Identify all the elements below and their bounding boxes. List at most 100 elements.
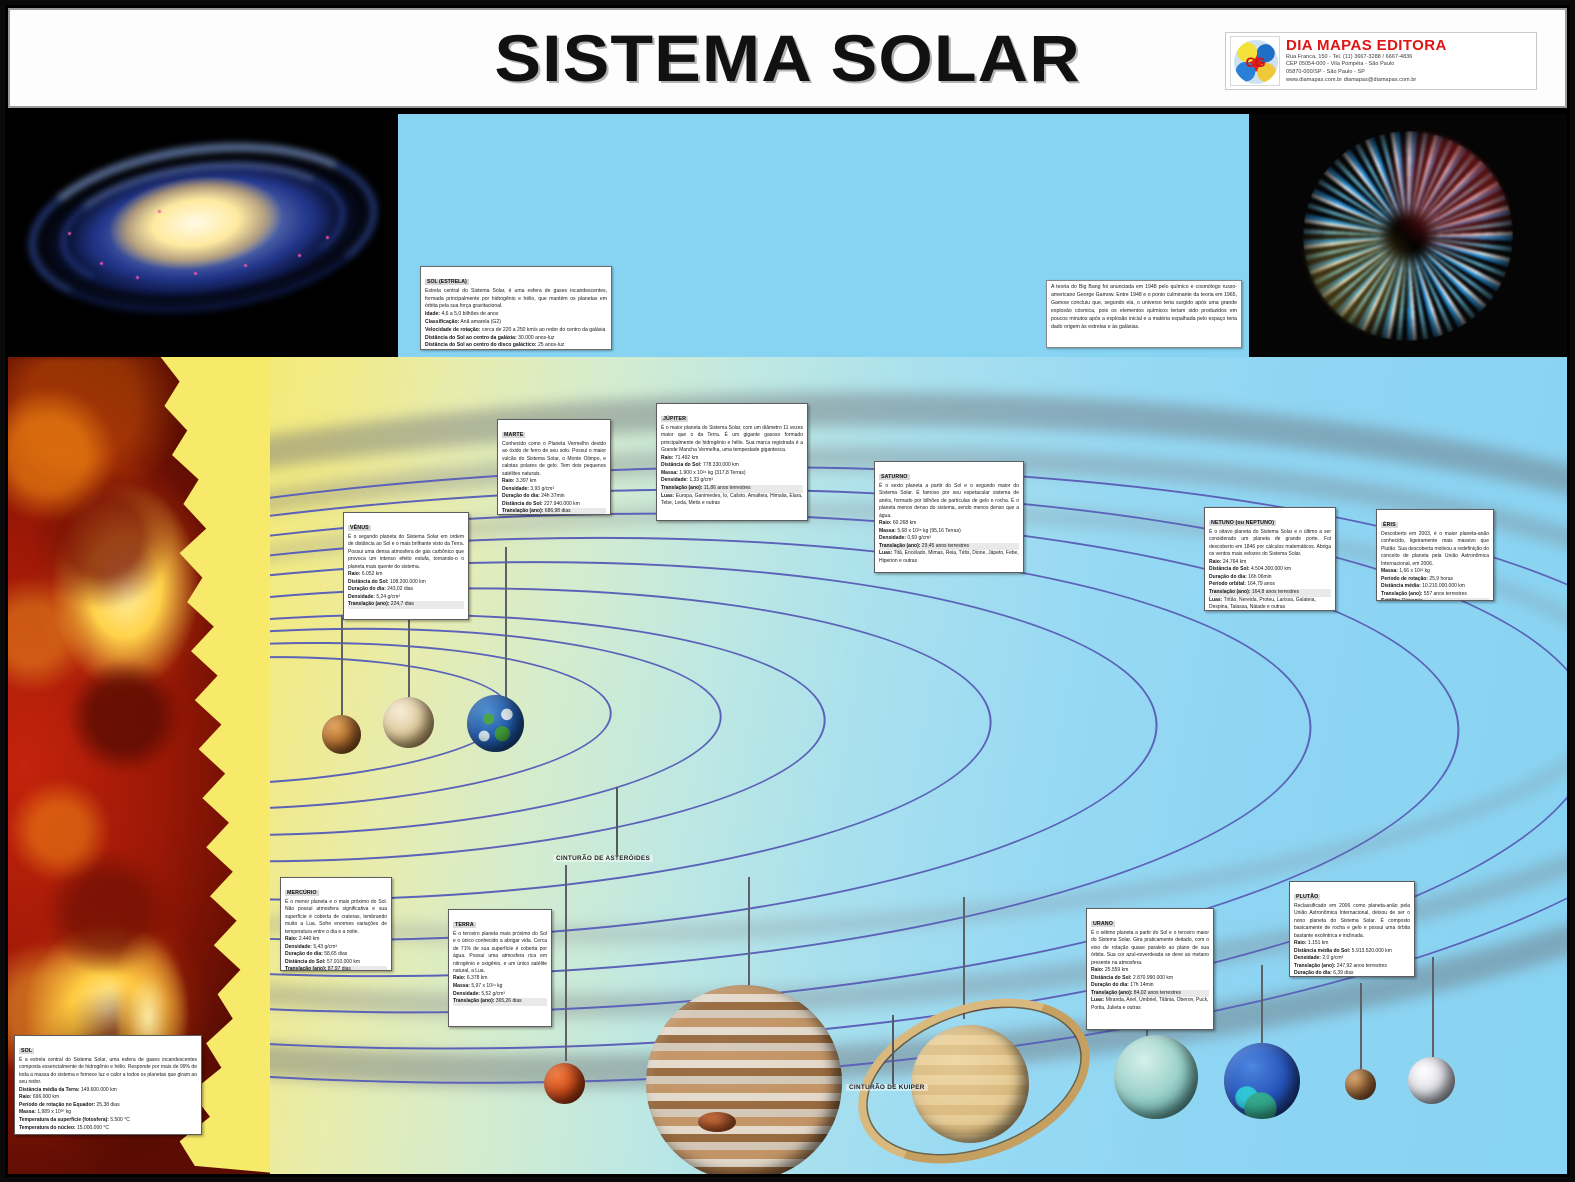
card-venus: VÊNUS É o segundo planeta do Sistema Sol… [343, 512, 469, 620]
milky-way-galaxy-image [8, 114, 398, 357]
card-plutao-body: Reclassificado em 2006 como planeta-anão… [1294, 903, 1410, 939]
info-row: Luas: Europa, Ganimedes, Io, Calisto, Am… [661, 492, 803, 507]
card-terra: TERRA É o terceiro planeta mais próximo … [448, 909, 552, 1027]
info-row: Translação (ano): 164,8 anos terrestres [1209, 588, 1331, 597]
info-row: Duração do dia: 243,02 dias [348, 586, 414, 593]
info-row: Translação (ano): 247,92 anos terrestres [1294, 962, 1387, 969]
card-urano-heading: URANO [1091, 921, 1115, 927]
info-row: Período de rotação: 25,9 horas [1381, 575, 1453, 582]
info-row: Raio: 24.764 km [1209, 558, 1247, 565]
card-jupiter-body: É o maior planeta do Sistema Solar, com … [661, 425, 803, 454]
card-sol: SOL É a estrela central do Sistema Solar… [14, 1035, 202, 1135]
stem-cinturao-kuiper [892, 1015, 894, 1087]
info-row: Raio: 25.559 km [1091, 966, 1129, 973]
card-eris-body: Descoberto em 2003, é o maior planeta-an… [1381, 531, 1489, 567]
card-eris-heading: ÉRIS [1381, 522, 1398, 528]
info-row: Temperatura do núcleo: 15.000.000 °C [19, 1124, 110, 1131]
info-box-estrela-body: Estrela central do Sistema Solar, é uma … [425, 288, 607, 310]
info-row: Distância do Sol: 4.504.300.000 km [1209, 566, 1291, 573]
info-row: Duração do dia: 24h 37min [502, 493, 565, 500]
info-row: Translação (ano): 224,7 dias [348, 601, 464, 609]
info-row: Raio: 3.397 km [502, 477, 537, 484]
info-box-big-bang: A teoria do Big Bang foi anunciada em 19… [1046, 280, 1242, 348]
planet-mercurio [322, 715, 361, 754]
card-jupiter-heading: JÚPITER [661, 416, 689, 422]
info-row: Idade: 4,6 a 5,0 bilhões de anos [425, 310, 499, 317]
publisher-contact: www.diamapas.com.br diamapas@diamapas.co… [1286, 76, 1417, 83]
card-mercurio-body: É o menor planeta e o mais próximo do So… [285, 899, 387, 935]
publisher-address-2: CEP 05054-000 - Vila Pompéia - São Paulo [1286, 61, 1395, 68]
info-row: Massa: 5,97 x 10²⁴ kg [453, 982, 503, 989]
card-netuno-heading: NETUNO (ou NEPTUNO) [1209, 520, 1277, 526]
planet-eris [1408, 1057, 1455, 1104]
info-row: Translação (ano): 29,45 anos terrestres [879, 542, 1019, 551]
card-venus-body: É o segundo planeta do Sistema Solar em … [348, 534, 464, 570]
page-title: SISTEMA SOLAR [494, 21, 1081, 95]
card-saturno: SATURNO É o sexto planeta a partir do So… [874, 461, 1024, 573]
info-row: Densidade: 2,0 g/cm³ [1294, 955, 1344, 962]
stem-mercurio [341, 615, 343, 727]
info-row: Satélite: Disnomia [1381, 598, 1489, 600]
info-row: Densidade: 5,52 g/cm³ [453, 990, 505, 997]
info-row: Massa: 1.900 x 10²⁴ kg (317,8 Terras) [661, 469, 746, 476]
info-box-estrela: SOL (ESTRELA) Estrela central do Sistema… [420, 266, 612, 350]
stem-plutao [1360, 983, 1362, 1073]
stem-jupiter [748, 877, 750, 987]
top-sky-band: SOL (ESTRELA) Estrela central do Sistema… [8, 114, 1567, 357]
info-row: Massa: 1,66 x 10²² kg [1381, 567, 1430, 574]
planet-plutao [1345, 1069, 1376, 1100]
card-saturno-body: É o sexto planeta a partir do Sol e o se… [879, 483, 1019, 519]
info-row: Distância média da Terra: 149.600.000 km [19, 1086, 117, 1093]
info-row: Massa: 5,68 x 10²⁶ kg (95,16 Terras) [879, 527, 961, 534]
info-row: Luas: Miranda, Ariel, Umbriel, Titânia, … [1091, 997, 1209, 1011]
card-terra-heading: TERRA [453, 922, 476, 928]
card-marte: MARTE Conhecido como o Planeta Vermelho … [497, 419, 611, 515]
publisher-name: DIA MAPAS EDITORA [1286, 37, 1447, 54]
card-mercurio-heading: MERCÚRIO [285, 890, 319, 896]
info-row: Duração do dia: 58,65 dias [285, 951, 348, 958]
info-row: Raio: 71.492 km [661, 454, 699, 461]
card-netuno-body: É o oitavo planeta do Sistema Solar e o … [1209, 529, 1331, 558]
info-row: Distância do Sol: 778.330.000 km [661, 462, 739, 469]
card-plutao: PLUTÃO Reclassificado em 2006 como plane… [1289, 881, 1415, 977]
info-row: Duração do dia: 6,39 dias [1294, 970, 1354, 977]
card-marte-heading: MARTE [502, 432, 526, 438]
stem-eris [1432, 957, 1434, 1061]
info-row: Translação (ano): 84,02 anos terrestres [1091, 989, 1209, 998]
card-terra-body: É o terceiro planeta mais próximo do Sol… [453, 931, 547, 974]
stem-saturno [963, 897, 965, 1019]
planet-urano [1114, 1035, 1198, 1119]
planet-venus [383, 697, 434, 748]
planet-netuno [1224, 1043, 1300, 1119]
info-row: Densidade: 5,43 g/cm³ [285, 943, 337, 950]
card-mercurio: MERCÚRIO É o menor planeta e o mais próx… [280, 877, 392, 971]
stem-terra [505, 547, 507, 703]
info-row: Raio: 1.151 km [1294, 939, 1329, 946]
card-netuno: NETUNO (ou NEPTUNO) É o oitavo planeta d… [1204, 507, 1336, 611]
info-row: Translação (ano): 686,98 dias [502, 508, 606, 514]
card-sol-heading: SOL [19, 1048, 35, 1054]
info-row: Luas: Titã, Encélado, Mimas, Reia, Tétis… [879, 550, 1019, 564]
card-saturno-heading: SATURNO [879, 474, 910, 480]
info-row: Densidade: 0,69 g/cm³ [879, 535, 931, 542]
info-row: Translação (ano): 365,26 dias [453, 998, 547, 1006]
card-sol-body: É a estrela central do Sistema Solar, um… [19, 1057, 197, 1086]
info-row: Distância do Sol ao centro da galáxia: 3… [425, 334, 555, 341]
info-row: Temperatura da superfície (fotosfera): 5… [19, 1116, 130, 1123]
card-urano: URANO É o sétimo planeta a partir do Sol… [1086, 908, 1214, 1030]
label-cinturao-asteroides: CINTURÃO DE ASTERÓIDES [553, 855, 654, 862]
stem-cinturao-asteroides [616, 787, 618, 857]
card-jupiter: JÚPITER É o maior planeta do Sistema Sol… [656, 403, 808, 521]
info-row: Velocidade de rotação: cerca de 220 a 25… [425, 326, 606, 333]
solar-system-diagram: CINTURÃO DE ASTERÓIDES CINTURÃO DE KUIPE… [8, 357, 1567, 1174]
big-bang-burst-image [1249, 114, 1567, 357]
info-row: Translação (ano): 557 anos terrestres [1381, 590, 1467, 597]
info-box-big-bang-body: A teoria do Big Bang foi anunciada em 19… [1051, 284, 1237, 330]
info-row: Duração do dia: 16h 06min [1209, 573, 1272, 580]
info-row: Raio: 696.000 km [19, 1094, 60, 1101]
info-row: Densidade: 1,33 g/cm³ [661, 477, 713, 484]
info-row: Período orbital: 164,79 anos [1209, 581, 1275, 588]
info-row: Raio: 6.052 km [348, 570, 383, 577]
info-row: Raio: 2.440 km [285, 935, 320, 942]
